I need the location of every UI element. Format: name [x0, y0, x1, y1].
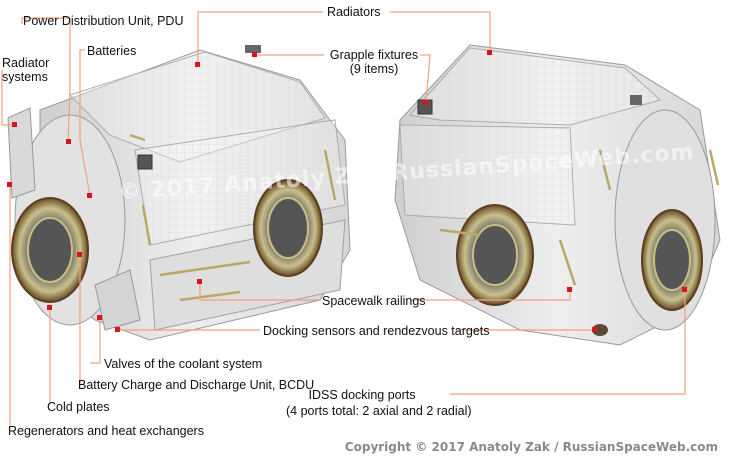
- marker-grapple-right: [423, 100, 428, 105]
- label-pdu: Power Distribution Unit, PDU: [23, 14, 183, 28]
- marker-docking-sensor-left: [115, 327, 120, 332]
- label-radiator-systems-line1: Radiator: [2, 56, 49, 70]
- marker-regenerators: [7, 182, 12, 187]
- label-spacewalk-railings: Spacewalk railings: [322, 294, 426, 308]
- label-batteries: Batteries: [87, 44, 136, 58]
- marker-pdu: [66, 139, 71, 144]
- copyright-notice: Copyright © 2017 Anatoly Zak / RussianSp…: [345, 440, 718, 454]
- marker-radiator-right: [487, 50, 492, 55]
- label-radiators: Radiators: [327, 5, 381, 19]
- marker-railing-left: [197, 279, 202, 284]
- marker-valves: [97, 315, 102, 320]
- marker-grapple-left: [252, 52, 257, 57]
- label-grapple-line1: Grapple fixtures: [326, 48, 422, 62]
- label-grapple-fixtures: Grapple fixtures (9 items): [326, 48, 422, 76]
- marker-cold-plates: [47, 305, 52, 310]
- marker-railing-right: [567, 287, 572, 292]
- label-docking-sensors: Docking sensors and rendezvous targets: [263, 324, 490, 338]
- marker-idss: [682, 287, 687, 292]
- marker-radiator-left: [195, 62, 200, 67]
- label-idss: IDSS docking ports: [272, 388, 452, 402]
- marker-radiator-systems: [12, 122, 17, 127]
- label-idss-line1: IDSS docking ports: [272, 388, 452, 402]
- label-radiator-systems-line2: systems: [2, 70, 49, 84]
- marker-bcdu: [77, 252, 82, 257]
- marker-batteries: [87, 193, 92, 198]
- marker-docking-sensor-right: [592, 327, 597, 332]
- label-valves: Valves of the coolant system: [104, 357, 262, 371]
- label-idss-line2: (4 ports total: 2 axial and 2 radial): [286, 404, 472, 418]
- label-grapple-line2: (9 items): [326, 62, 422, 76]
- label-radiator-systems: Radiator systems: [2, 56, 49, 84]
- label-regenerators: Regenerators and heat exchangers: [8, 424, 204, 438]
- label-cold-plates: Cold plates: [47, 400, 110, 414]
